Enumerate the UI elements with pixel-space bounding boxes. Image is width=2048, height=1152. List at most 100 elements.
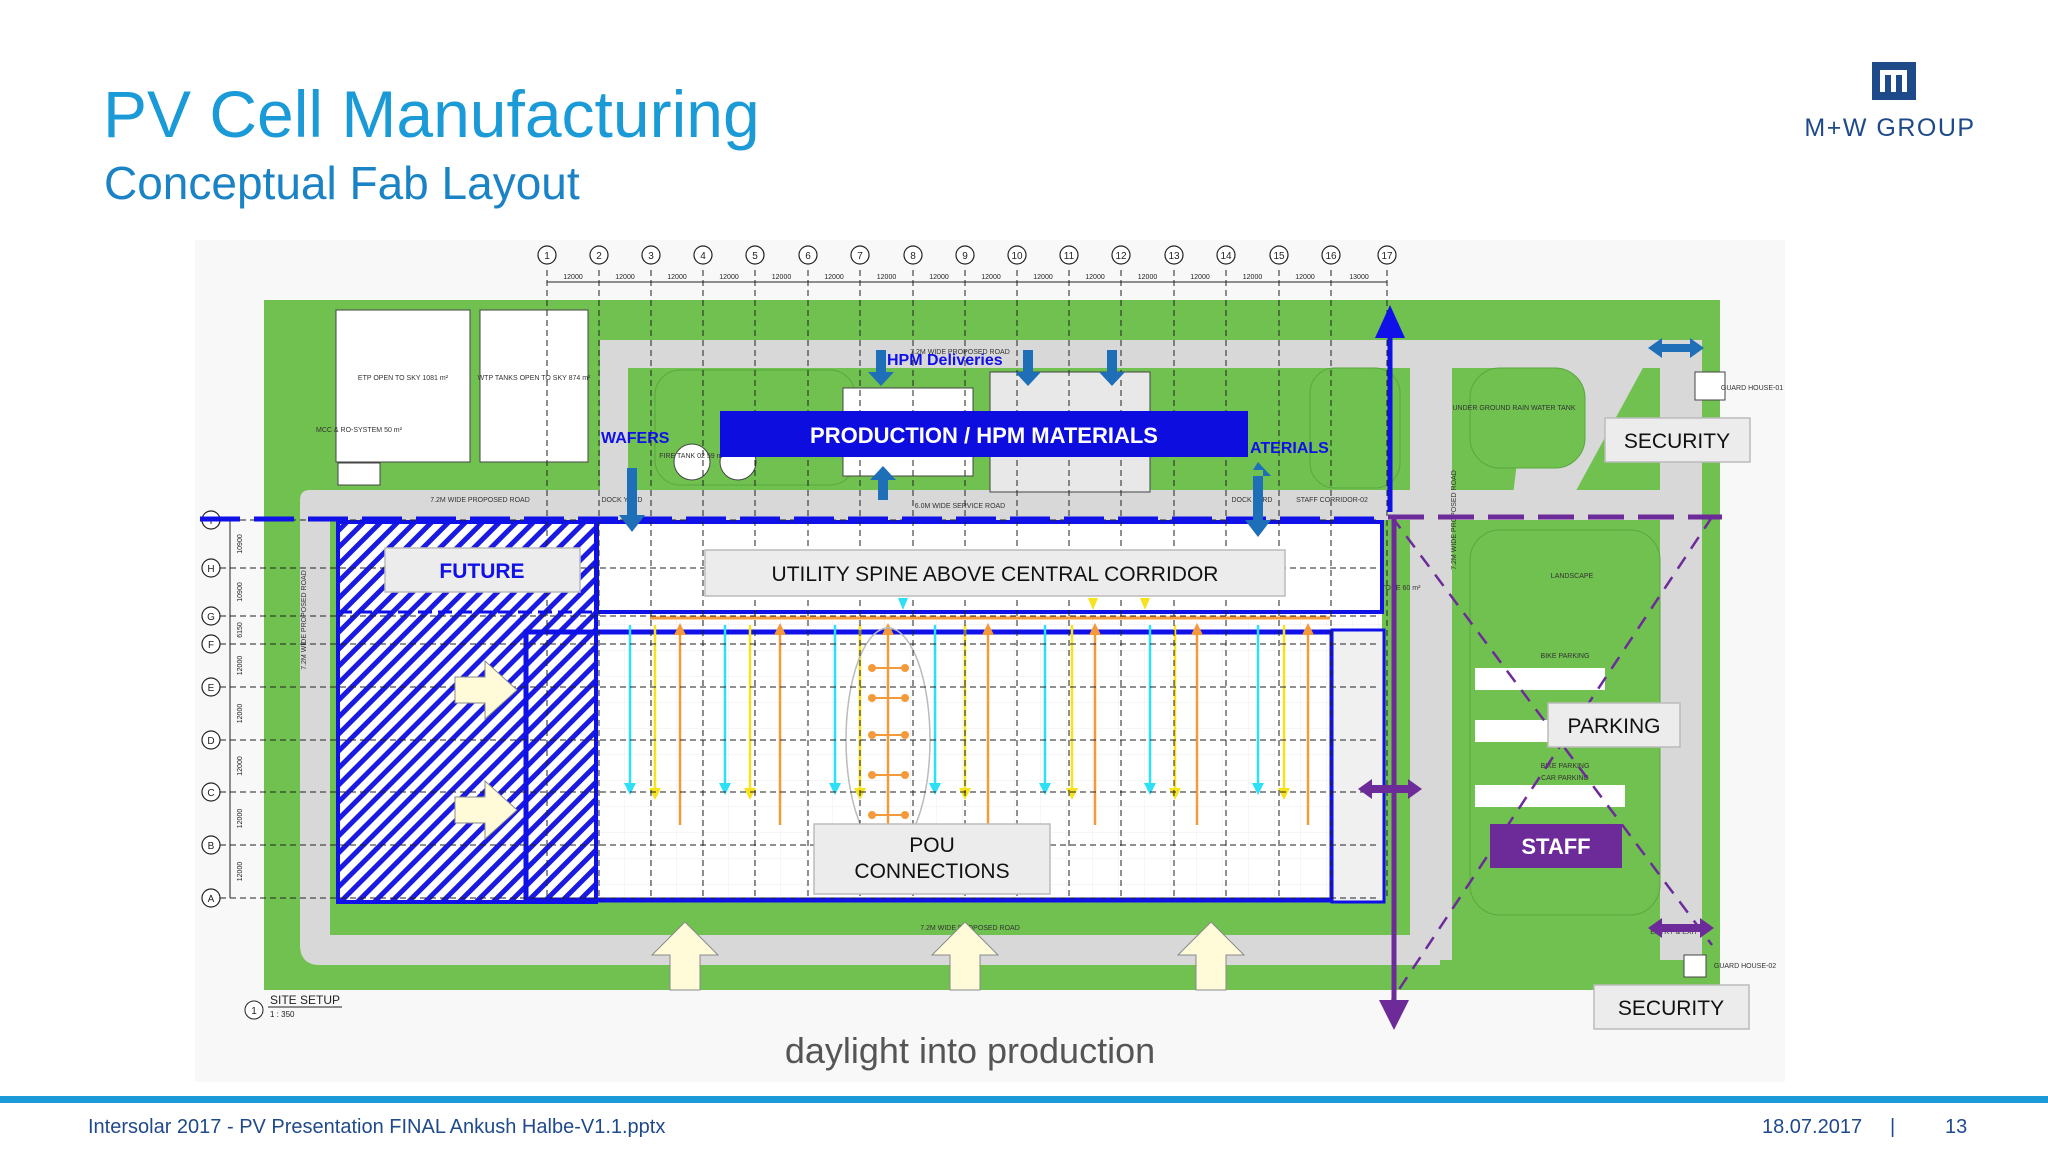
grid-column-label-17: 17	[1381, 251, 1393, 262]
grid-column-spacing-4: 12000	[719, 274, 739, 281]
daylight-arrow-left-1	[454, 659, 518, 721]
materials-label: ATERIALS	[1250, 440, 1329, 457]
logo-text: M+W GROUP	[1804, 114, 1976, 142]
grid-column-spacing-6: 12000	[824, 274, 844, 281]
dock-yard-label-2: DOCK YARD	[1232, 497, 1273, 504]
grid-column-label-15: 15	[1273, 251, 1285, 262]
green-island-2	[1309, 367, 1401, 489]
landscape-label: LANDSCAPE	[1551, 573, 1594, 580]
production-hpm-banner	[720, 411, 1248, 457]
wtp-label: WTP TANKS OPEN TO SKY 874 m²	[478, 375, 591, 382]
pou-branches	[872, 667, 905, 816]
mcc-building	[337, 462, 381, 486]
grid-row-spacing-5: 12000	[237, 704, 244, 724]
grid-row-spacing-1: 10900	[237, 534, 244, 554]
grid-row-label-F: F	[208, 640, 214, 651]
grid-row-spacing-3: 6150	[237, 622, 244, 638]
grid-column-spacing-2: 12000	[615, 274, 635, 281]
daylight-arrow-bottom-2	[930, 921, 1000, 991]
fire-tank-1	[673, 443, 711, 481]
staff-exit-arrow	[1379, 1000, 1409, 1030]
grid-column-spacing-10: 12000	[1033, 274, 1053, 281]
security-bottom-callout	[1593, 984, 1750, 1030]
grid-row-label-B: B	[208, 841, 215, 852]
footer-bar	[0, 1096, 2048, 1103]
daylight-arrow-left-2	[454, 779, 518, 841]
grid-column-spacing-13: 12000	[1190, 274, 1210, 281]
guard-house-2-label: GUARD HOUSE-02	[1714, 963, 1776, 970]
grid-column-label-6: 6	[805, 251, 811, 262]
materials-arrow-head	[1253, 462, 1271, 476]
chem-up-arrow	[870, 466, 896, 500]
grid-column-label-10: 10	[1011, 251, 1023, 262]
staff-horizontal-arrows	[1358, 779, 1714, 938]
road-left-label: 7.2M WIDE PROPOSED ROAD	[301, 570, 308, 670]
grid-column-label-1: 1	[544, 251, 550, 262]
service-road-label: 6.0M WIDE SERVICE ROAD	[915, 503, 1006, 510]
footer-separator: |	[1890, 1116, 1896, 1138]
grid-column-label-8: 8	[910, 251, 916, 262]
parking-label: PARKING	[1568, 715, 1661, 738]
bike-parking-label-2: BIKE PARKING	[1541, 763, 1590, 770]
hpm-arrow-1	[868, 350, 894, 386]
grid-column-label-12: 12	[1115, 251, 1127, 262]
car-parking-label: CAR PARKING	[1541, 775, 1589, 782]
grid-row-spacing-8: 12000	[237, 862, 244, 882]
daylight-arrow-bottom-3	[1176, 921, 1246, 991]
green-island-3	[1469, 367, 1586, 469]
staff-label: STAFF	[1521, 834, 1590, 859]
cyan-drops	[628, 625, 1260, 790]
grid-column-bubbles	[537, 245, 1397, 265]
future-callout	[384, 547, 581, 593]
grid-row-label-A: A	[208, 894, 215, 905]
hpm-arrow-2	[1015, 350, 1041, 386]
daylight-arrow-bottom-1	[650, 921, 720, 991]
site-setup-number: 1	[251, 1006, 257, 1017]
road-mid-label: 7.2M WIDE PROPOSED ROAD	[430, 497, 530, 504]
guard-house-1	[1694, 371, 1726, 401]
guard-house-2	[1683, 954, 1707, 978]
orange-drops	[678, 625, 1310, 825]
footer-filename: Intersolar 2017 - PV Presentation FINAL …	[88, 1116, 666, 1138]
slide-subtitle: Conceptual Fab Layout	[104, 157, 580, 209]
grid-column-spacing-12: 12000	[1138, 274, 1158, 281]
hpm-arrow-3	[1099, 350, 1125, 386]
spine-cyan-arrow	[898, 598, 908, 610]
road-top-label: 7.2M WIDE PROPOSED ROAD	[910, 349, 1010, 356]
grid-row-spacing-6: 12000	[237, 756, 244, 776]
future-label: FUTURE	[439, 560, 524, 583]
grid-column-spacing-14: 12000	[1243, 274, 1263, 281]
grid-column-label-5: 5	[752, 251, 758, 262]
grid-column-spacing-9: 12000	[981, 274, 1001, 281]
grid-column-spacing-5: 12000	[772, 274, 792, 281]
delivery-arrows	[619, 338, 1704, 537]
grid-column-spacing-1: 12000	[563, 274, 583, 281]
pou-callout	[813, 823, 1051, 895]
grid-column-label-3: 3	[648, 251, 654, 262]
grid-row-label-E: E	[208, 683, 215, 694]
grid-row-label-H: H	[207, 564, 214, 575]
staff-callout	[1490, 824, 1622, 868]
wtp-building	[479, 309, 589, 463]
security-top-callout	[1604, 417, 1751, 463]
staff-corridor-label: STAFF CORRIDOR-02	[1296, 497, 1368, 504]
grid-column-spacing-8: 12000	[929, 274, 949, 281]
etp-label: ETP OPEN TO SKY 1081 m²	[358, 375, 449, 382]
grid-column-label-7: 7	[857, 251, 863, 262]
materials-arrow	[1245, 476, 1271, 537]
company-logo: M+W GROUP	[1790, 60, 1990, 150]
grid-row-label-G: G	[207, 612, 215, 623]
hpm-deliveries-label: HPM Deliveries	[887, 352, 1003, 369]
daylight-arrows	[454, 659, 1246, 991]
support-rooms	[1330, 628, 1386, 904]
security-bottom-label: SECURITY	[1618, 997, 1724, 1020]
utility-spine-label: UTILITY SPINE ABOVE CENTRAL CORRIDOR	[772, 563, 1219, 586]
grid-column-spacing-15: 12000	[1295, 274, 1315, 281]
grid-row-spacing-4: 12000	[237, 656, 244, 676]
grid-row-label-C: C	[207, 788, 214, 799]
grid-column-label-14: 14	[1220, 251, 1232, 262]
parking-callout	[1547, 702, 1681, 748]
grid-column-spacing-7: 12000	[877, 274, 897, 281]
entry-exit-label: ENTRY & EXIT	[1650, 929, 1698, 936]
